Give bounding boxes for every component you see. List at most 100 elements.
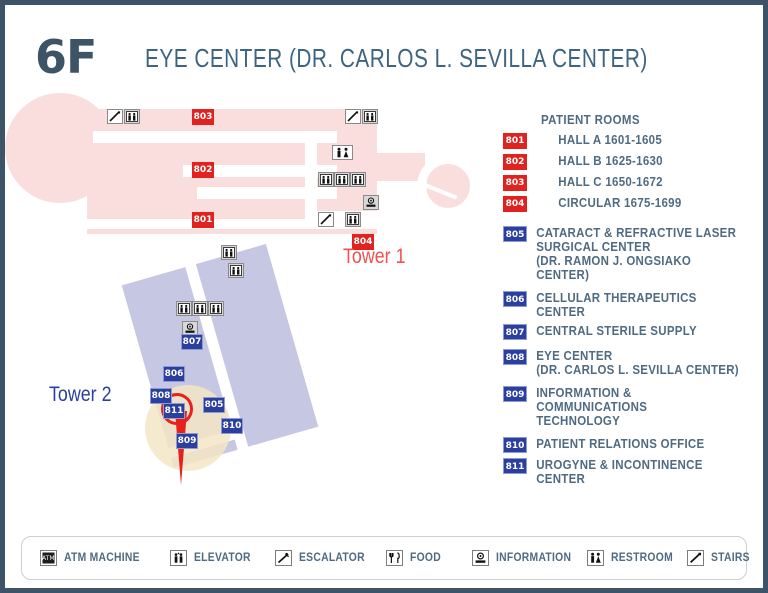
- legend-num-809: 809: [503, 386, 527, 402]
- legend-item-label: STAIRS: [711, 552, 750, 564]
- legend-label-804: CIRCULAR 1675-1699: [558, 196, 682, 210]
- elevator-icon: [221, 245, 237, 260]
- map-room-chip-806[interactable]: 806: [163, 366, 185, 382]
- elevator-icon: [208, 301, 224, 316]
- map-room-chip-810[interactable]: 810: [221, 418, 243, 434]
- legend-row[interactable]: 801 HALL A 1601-1605: [503, 133, 765, 149]
- room-legend: PATIENT ROOMS 801 HALL A 1601-1605 802 H…: [503, 113, 765, 491]
- elevator-icon: [334, 172, 350, 187]
- legend-item-information[interactable]: INFORMATION: [472, 550, 580, 566]
- map-room-chip-801[interactable]: 801: [192, 212, 214, 228]
- legend-num-802: 802: [503, 154, 527, 170]
- facility-legend-bar: ATM ATM MACHINE ELEVATOR ESCALATOR FOOD: [21, 536, 750, 580]
- legend-num-810: 810: [503, 437, 527, 453]
- stairs-icon: [107, 109, 123, 124]
- legend-item-label: INFORMATION: [496, 552, 572, 564]
- legend-heading: PATIENT ROOMS: [541, 113, 640, 127]
- tower1-corridor-c: [197, 187, 337, 199]
- stairs-icon: [345, 109, 361, 124]
- information-icon: [363, 195, 379, 210]
- legend-item-stairs[interactable]: STAIRS: [687, 550, 754, 566]
- legend-row[interactable]: 802 HALL B 1625-1630: [503, 154, 765, 170]
- elevator-icon: [362, 109, 378, 124]
- page-header: 6F EYE CENTER (DR. CARLOS L. SEVILLA CEN…: [5, 27, 763, 91]
- map-room-chip-809[interactable]: 809: [176, 433, 198, 449]
- floor-map: 803 802 801 804: [5, 93, 505, 513]
- pin-ring: [161, 393, 193, 425]
- tower1-label: Tower 1: [343, 245, 406, 268]
- tower2-label: Tower 2: [49, 383, 112, 406]
- legend-label-802: HALL B 1625-1630: [558, 154, 663, 168]
- legend-row[interactable]: 808 EYE CENTER (DR. CARLOS L. SEVILLA CE…: [503, 349, 765, 377]
- legend-label-807: CENTRAL STERILE SUPPLY: [536, 324, 697, 338]
- legend-item-label: FOOD: [410, 552, 441, 564]
- legend-row[interactable]: 810 PATIENT RELATIONS OFFICE: [503, 437, 765, 453]
- elevator-icon: [176, 301, 192, 316]
- elevator-icon: [192, 301, 208, 316]
- legend-item-label: ELEVATOR: [194, 552, 251, 564]
- escalator-icon: [275, 550, 292, 566]
- legend-label-808: EYE CENTER (DR. CARLOS L. SEVILLA CENTER…: [536, 349, 739, 377]
- legend-num-806: 806: [503, 291, 527, 307]
- legend-row[interactable]: 811 UROGYNE & INCONTINENCE CENTER: [503, 458, 765, 486]
- legend-item-label: ESCALATOR: [299, 552, 365, 564]
- tower1-corridor-e: [87, 219, 377, 229]
- legend-label-806: CELLULAR THERAPEUTICS CENTER: [536, 291, 697, 319]
- legend-label-810: PATIENT RELATIONS OFFICE: [536, 437, 705, 451]
- legend-row[interactable]: 804 CIRCULAR 1675-1699: [503, 196, 765, 212]
- tower1-corridor-b: [183, 165, 337, 177]
- elevator-icon: [318, 172, 334, 187]
- legend-num-803: 803: [503, 175, 527, 191]
- map-room-chip-807[interactable]: 807: [181, 334, 203, 350]
- svg-text:ATM: ATM: [42, 555, 54, 562]
- elevator-icon: [124, 109, 140, 124]
- tower1-corridor-d: [305, 143, 317, 221]
- legend-num-801: 801: [503, 133, 527, 149]
- restroom-icon: [587, 550, 604, 566]
- information-icon: [472, 550, 489, 566]
- legend-label-801: HALL A 1601-1605: [558, 133, 662, 147]
- legend-item-label: RESTROOM: [611, 552, 673, 564]
- legend-label-811: UROGYNE & INCONTINENCE CENTER: [536, 458, 703, 486]
- page-title: EYE CENTER (DR. CARLOS L. SEVILLA CENTER…: [145, 43, 648, 73]
- legend-row[interactable]: 807 CENTRAL STERILE SUPPLY: [503, 324, 765, 340]
- tower2-building-group: 807 806 808 811 805 810 809: [121, 243, 343, 493]
- map-room-chip-811[interactable]: 811: [163, 403, 185, 419]
- legend-item-restroom[interactable]: RESTROOM: [587, 550, 680, 566]
- floor-number: 6F: [35, 30, 97, 84]
- legend-label-803: HALL C 1650-1672: [558, 175, 663, 189]
- legend-row[interactable]: 806 CELLULAR THERAPEUTICS CENTER: [503, 291, 765, 319]
- map-room-chip-808[interactable]: 808: [150, 388, 172, 404]
- legend-num-804: 804: [503, 196, 527, 212]
- elevator-icon: [228, 263, 244, 278]
- legend-item-escalator[interactable]: ESCALATOR: [275, 550, 372, 566]
- elevator-icon: [350, 172, 366, 187]
- tower1-corridor-a: [93, 131, 337, 143]
- map-room-chip-805[interactable]: 805: [203, 397, 225, 413]
- food-icon: [386, 550, 403, 566]
- legend-label-805: CATARACT & REFRACTIVE LASER SURGICAL CEN…: [536, 226, 737, 282]
- legend-item-food[interactable]: FOOD: [386, 550, 444, 566]
- map-room-chip-802[interactable]: 802: [192, 162, 214, 178]
- map-room-chip-804[interactable]: 804: [352, 234, 374, 250]
- legend-item-atm[interactable]: ATM ATM MACHINE: [40, 550, 148, 566]
- legend-num-811: 811: [503, 458, 527, 474]
- legend-item-label: ATM MACHINE: [64, 552, 140, 564]
- restroom-icon: [332, 145, 353, 160]
- map-room-chip-803[interactable]: 803: [192, 109, 214, 125]
- legend-row[interactable]: 803 HALL C 1650-1672: [503, 175, 765, 191]
- tower1-corridor-f: [305, 211, 377, 221]
- tower1-entry-corridor: [377, 181, 427, 190]
- stairs-icon: [318, 212, 334, 227]
- information-icon: [182, 321, 198, 336]
- stairs-icon: [687, 550, 704, 566]
- legend-item-elevator[interactable]: ELEVATOR: [170, 550, 257, 566]
- legend-label-809: INFORMATION & COMMUNICATIONS TECHNOLOGY: [536, 386, 648, 428]
- legend-row[interactable]: 809 INFORMATION & COMMUNICATIONS TECHNOL…: [503, 386, 765, 428]
- elevator-icon: [170, 550, 187, 566]
- legend-num-805: 805: [503, 226, 527, 242]
- legend-num-807: 807: [503, 324, 527, 340]
- legend-row[interactable]: 805 CATARACT & REFRACTIVE LASER SURGICAL…: [503, 226, 765, 282]
- legend-num-808: 808: [503, 349, 527, 365]
